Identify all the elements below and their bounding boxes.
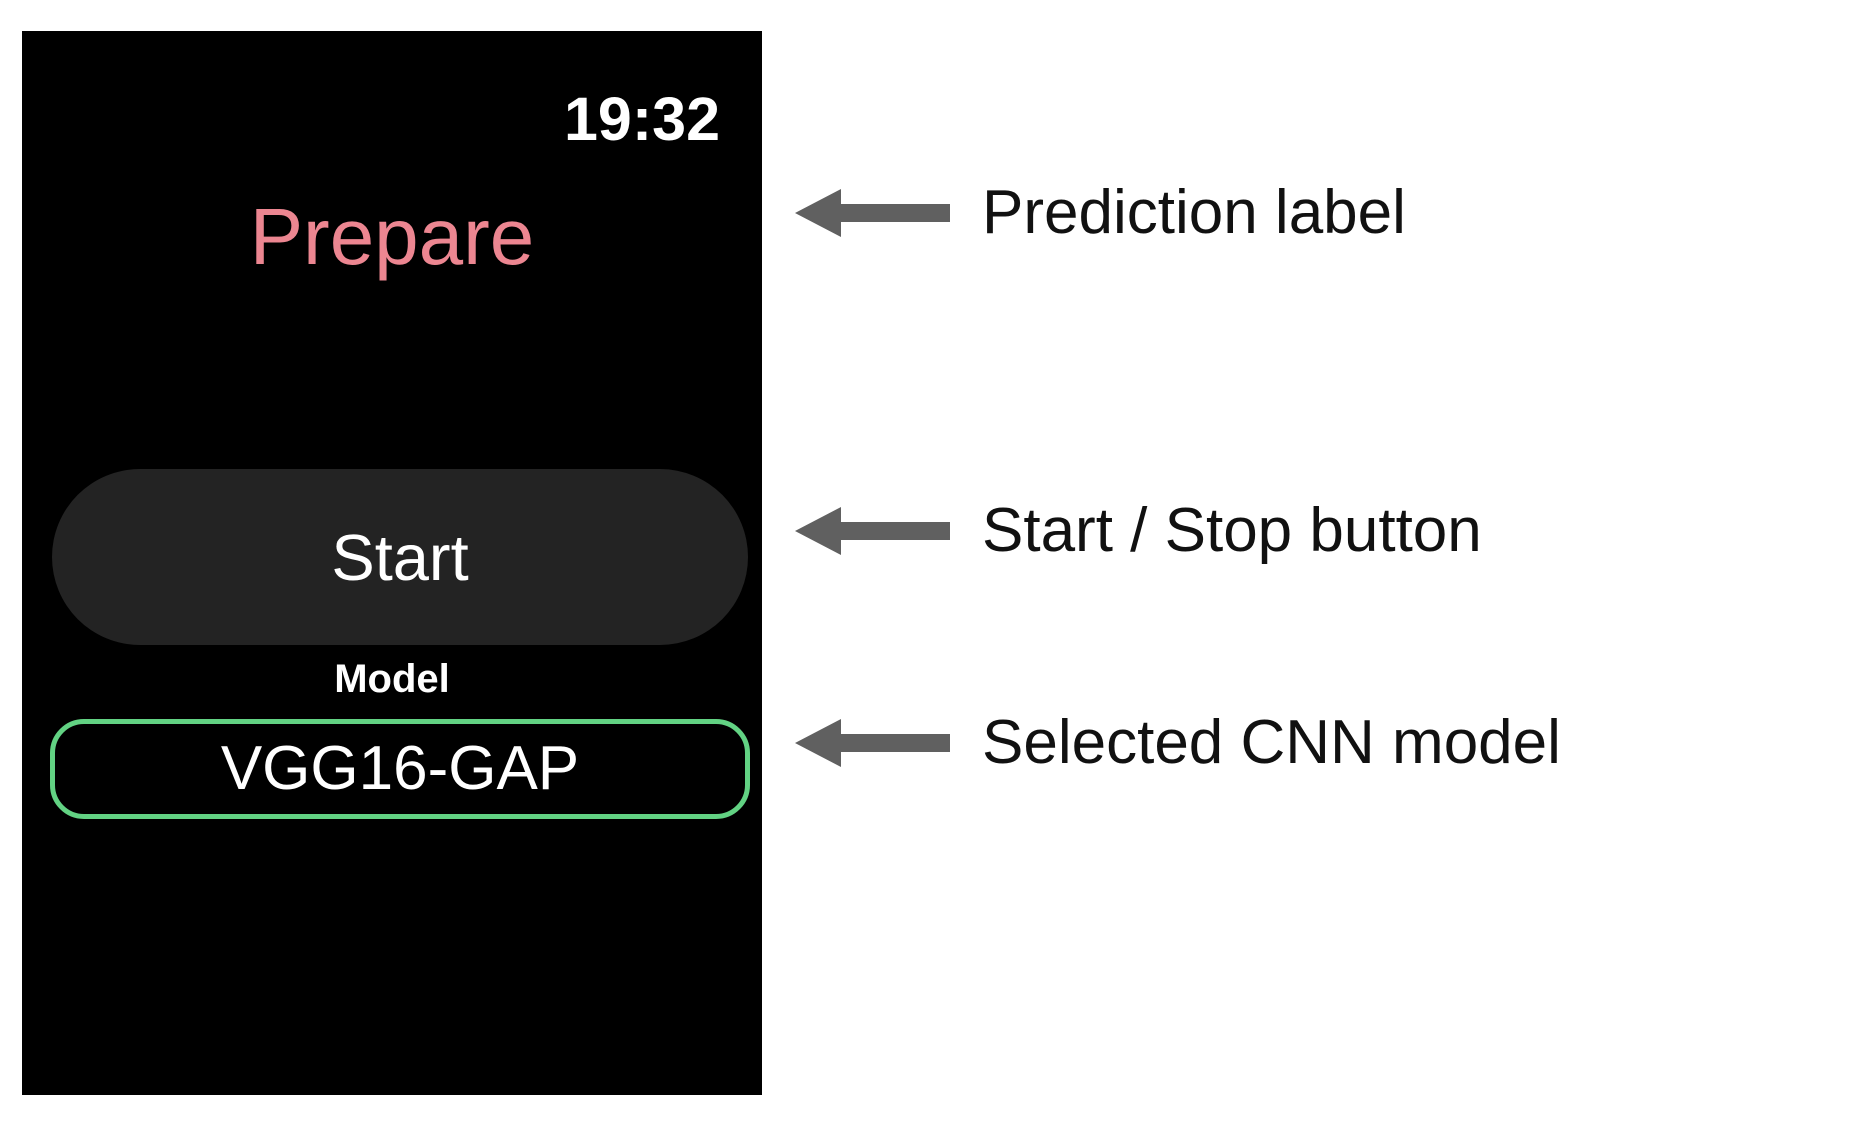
annotation-start-stop-button: Start / Stop button <box>795 500 1482 562</box>
model-selector-value: VGG16-GAP <box>220 734 580 803</box>
left-arrow-icon <box>795 719 950 767</box>
annotation-selected-model-text: Selected CNN model <box>982 708 1561 777</box>
start-stop-button-label: Start <box>331 520 469 594</box>
watch-screen: 19:32 Prepare Start Model VGG16-GAP <box>22 31 762 1095</box>
annotation-start-stop-text: Start / Stop button <box>982 496 1482 565</box>
start-stop-button[interactable]: Start <box>52 469 748 645</box>
annotation-prediction-text: Prediction label <box>982 178 1406 247</box>
model-selector[interactable]: VGG16-GAP <box>50 719 750 819</box>
status-bar-time: 19:32 <box>563 85 720 153</box>
left-arrow-icon <box>795 189 950 237</box>
prediction-label: Prepare <box>249 192 535 281</box>
left-arrow-icon <box>795 507 950 555</box>
annotation-selected-cnn-model: Selected CNN model <box>795 712 1561 774</box>
annotation-prediction-label: Prediction label <box>795 182 1406 244</box>
model-section-label: Model <box>334 657 450 701</box>
